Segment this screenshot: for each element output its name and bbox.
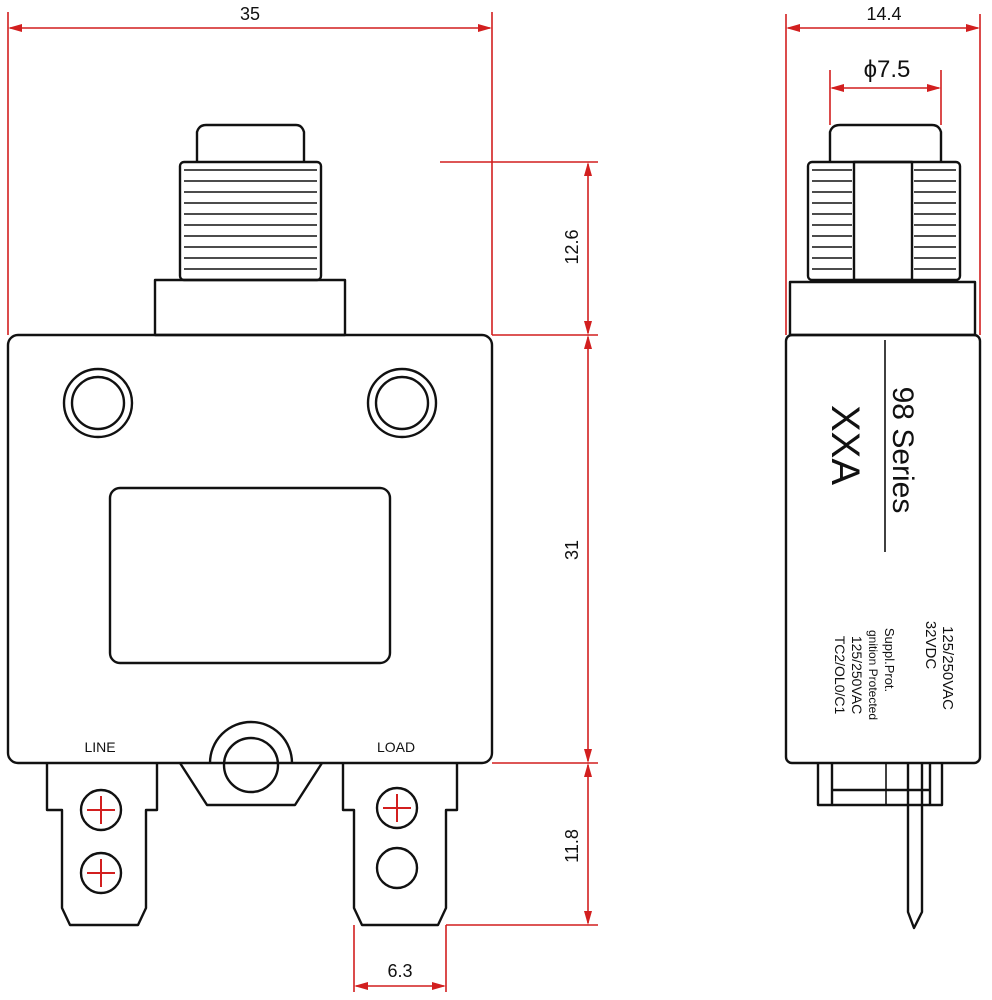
- mounting-hole-right: [366, 367, 438, 439]
- center-boss: [178, 762, 324, 807]
- side-note-1: Suppl.Prot.: [882, 628, 897, 692]
- side-rating-2: 32VDC: [922, 621, 939, 670]
- line-terminal: [45, 763, 159, 927]
- side-series: 98 Series: [886, 387, 919, 514]
- side-dimensions: 14.4 ϕ7.5: [785, 4, 981, 335]
- front-view: LINE LOAD: [6, 123, 494, 927]
- line-label: LINE: [84, 739, 115, 755]
- side-view: XXA 98 Series 125/250VAC 32VDC Suppl.Pro…: [784, 123, 982, 930]
- dim-side-width: 14.4: [866, 4, 901, 24]
- front-dimensions: 35 12.6 31 11.8 6.3: [7, 4, 598, 992]
- side-mounting-nut: [788, 280, 977, 337]
- side-threaded-collar: [806, 160, 962, 282]
- side-rating-1: 125/250VAC: [939, 626, 956, 710]
- mounting-hole-left: [62, 367, 134, 439]
- dim-terminal-width: 6.3: [387, 961, 412, 981]
- load-terminal: [341, 763, 459, 927]
- breaker-body: [6, 333, 494, 765]
- side-base: [816, 763, 944, 807]
- side-button-cap: [828, 123, 943, 162]
- button-cap: [195, 123, 306, 162]
- side-note-4: TC2/OL0/C1: [832, 636, 848, 715]
- side-base-lines: [832, 788, 930, 807]
- side-terminal-blade: [906, 763, 924, 930]
- dim-button-height: 12.6: [562, 229, 582, 264]
- side-body: [784, 333, 982, 765]
- center-boss-arc: [208, 720, 294, 764]
- dim-overall-width: 35: [240, 4, 260, 24]
- dim-terminal-height: 11.8: [562, 829, 582, 863]
- side-thread-lines: [812, 169, 956, 270]
- side-collar-slot: [852, 160, 914, 282]
- side-note-2: gnition Protected: [866, 630, 880, 720]
- side-model: XXA: [823, 405, 867, 485]
- label-window: [108, 486, 392, 665]
- side-note-3: 125/250VAC: [849, 636, 865, 714]
- dim-body-height: 31: [562, 540, 582, 560]
- load-label: LOAD: [377, 739, 415, 755]
- threaded-collar: [178, 160, 323, 282]
- thread-lines: [184, 169, 317, 270]
- mounting-nut: [153, 278, 347, 337]
- center-boss-hole: [222, 736, 280, 794]
- dim-thread-diameter: ϕ7.5: [864, 56, 911, 83]
